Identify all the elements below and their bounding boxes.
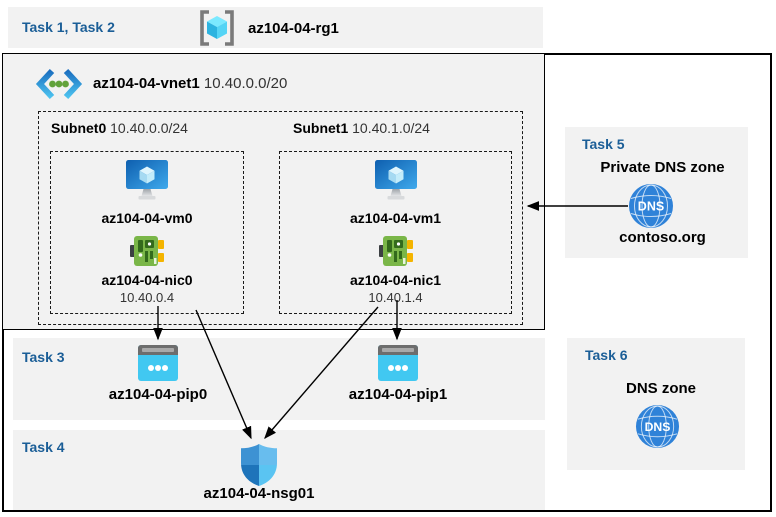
resource-group-label: az104-04-rg1 — [248, 20, 339, 37]
nsg-label: az104-04-nsg01 — [203, 485, 315, 502]
subnet0-title: Subnet0 10.40.0.0/24 — [51, 120, 188, 136]
subnet1-box: az104-04-vm1 az104-04-nic1 10.40.1. — [279, 151, 512, 314]
task5-box: Task 5 Private DNS zone DNS contoso.org — [565, 127, 748, 258]
task6-label: Task 6 — [585, 347, 628, 363]
vnet-name: az104-04-vnet1 — [93, 75, 200, 92]
subnet0-name: Subnet0 — [51, 120, 107, 136]
subnet1-name: Subnet1 — [293, 120, 349, 136]
dns-zone-title: DNS zone — [625, 380, 696, 397]
nic0-ip: 10.40.0.4 — [119, 290, 175, 305]
pip0-label: az104-04-pip0 — [108, 386, 208, 403]
vnet-cidr: 10.40.0.0/20 — [203, 75, 288, 92]
nsg-shield-icon — [241, 444, 277, 486]
vnet-title: az104-04-vnet1 10.40.0.0/20 — [93, 75, 287, 92]
nic1-icon — [378, 234, 413, 268]
dns-zone-icon: DNS — [635, 404, 680, 449]
subnet1-title: Subnet1 10.40.1.0/24 — [293, 120, 430, 136]
private-dns-icon: DNS — [628, 183, 674, 229]
pip1-icon — [378, 345, 418, 381]
vnet-box: az104-04-vnet1 10.40.0.0/20 Subnet0 10.4… — [2, 53, 545, 330]
nic0-icon — [130, 234, 164, 268]
pip1-label: az104-04-pip1 — [348, 386, 448, 403]
dns-icon-text: DNS — [645, 420, 671, 434]
nic1-ip: 10.40.1.4 — [368, 290, 423, 305]
task12-label: Task 1, Task 2 — [22, 19, 115, 35]
subnet1-cidr: 10.40.1.0/24 — [352, 120, 430, 136]
virtual-network-icon — [35, 64, 83, 104]
subnet0-cidr: 10.40.0.0/24 — [110, 120, 188, 136]
task6-box: Task 6 DNS zone DNS — [567, 338, 745, 470]
resource-group-icon — [198, 9, 236, 47]
vm1-label: az104-04-vm1 — [349, 210, 442, 226]
pip0-icon — [138, 345, 178, 381]
task4-band: Task 4 az104-04-nsg01 — [13, 430, 545, 510]
vm0-icon — [125, 160, 169, 201]
subnet0-box: az104-04-vm0 az104-04-nic0 10.40.0. — [50, 151, 244, 314]
task5-label: Task 5 — [582, 136, 625, 152]
task12-band: Task 1, Task 2 az104-04-rg1 — [8, 7, 543, 48]
nic1-label: az104-04-nic1 — [349, 272, 442, 288]
task3-label: Task 3 — [22, 349, 65, 365]
vm1-icon — [374, 160, 418, 201]
task3-band: Task 3 az104-04-pip0 az104-04-pip1 — [13, 338, 545, 420]
nic0-label: az104-04-nic0 — [101, 272, 193, 288]
private-dns-zone-name: contoso.org — [619, 229, 706, 246]
vm0-label: az104-04-vm0 — [101, 210, 193, 226]
private-dns-zone-title: Private DNS zone — [600, 159, 725, 176]
dns-icon-text: DNS — [638, 200, 664, 214]
task4-label: Task 4 — [22, 439, 65, 455]
